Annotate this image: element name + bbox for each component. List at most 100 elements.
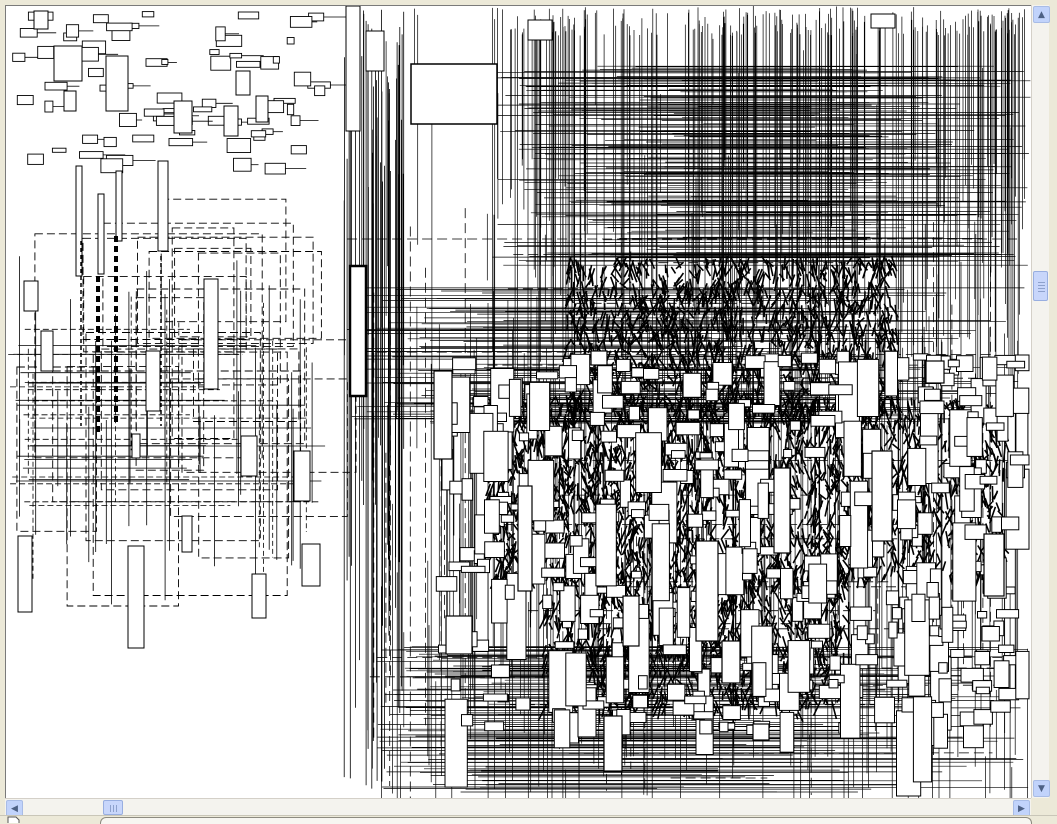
wire	[624, 270, 628, 277]
wire	[693, 294, 701, 302]
wire	[816, 470, 817, 476]
wire	[696, 486, 698, 496]
wire	[852, 568, 853, 581]
wire	[847, 289, 848, 302]
block	[202, 99, 216, 107]
block	[290, 17, 312, 28]
wire	[784, 257, 785, 271]
wire	[644, 578, 645, 590]
wire	[890, 338, 891, 350]
block	[132, 434, 140, 458]
block	[256, 96, 268, 122]
block	[17, 96, 33, 105]
block	[291, 146, 306, 154]
wire	[565, 479, 566, 490]
block	[252, 574, 266, 618]
wire	[943, 561, 946, 571]
wire	[780, 395, 781, 407]
block	[528, 20, 552, 40]
wire	[793, 259, 794, 276]
block	[294, 451, 310, 501]
wire	[890, 315, 892, 324]
block	[158, 161, 168, 251]
wire	[819, 399, 820, 410]
wire	[699, 487, 700, 502]
block	[234, 158, 252, 171]
wire	[996, 503, 999, 512]
block	[142, 12, 154, 17]
wire	[804, 414, 805, 429]
wire	[868, 282, 869, 298]
wire	[787, 335, 788, 341]
wire	[615, 295, 619, 308]
wire	[652, 353, 653, 370]
wire	[650, 259, 655, 269]
block	[120, 113, 137, 126]
wire	[895, 305, 897, 322]
wire	[830, 439, 831, 454]
dashed-boundary	[172, 228, 234, 439]
wire	[884, 562, 891, 580]
wire	[899, 424, 900, 430]
block	[174, 101, 192, 133]
block	[162, 60, 168, 65]
wire	[811, 464, 814, 473]
wire	[858, 346, 859, 361]
wire	[815, 340, 816, 347]
block	[350, 266, 366, 396]
wire	[945, 493, 948, 510]
block	[98, 194, 104, 274]
wire	[568, 482, 569, 493]
wire	[813, 287, 814, 304]
block	[210, 50, 219, 55]
block	[871, 14, 895, 28]
wire	[900, 415, 901, 423]
block	[182, 516, 192, 552]
wire	[816, 461, 821, 474]
wire	[723, 401, 724, 409]
wire	[884, 397, 885, 413]
wire	[956, 477, 957, 494]
dashed-boundary	[17, 367, 97, 531]
wire	[891, 400, 892, 416]
block	[144, 109, 164, 116]
wire	[868, 262, 872, 268]
wire	[609, 328, 610, 342]
block	[52, 148, 66, 152]
block	[294, 72, 310, 86]
block	[34, 11, 48, 29]
wire	[622, 332, 623, 349]
wire	[919, 426, 920, 434]
wire	[770, 456, 771, 464]
wire	[775, 454, 776, 464]
wire	[567, 315, 568, 324]
block	[204, 279, 218, 389]
block	[38, 46, 54, 58]
block	[104, 137, 116, 146]
block	[107, 23, 133, 31]
block	[45, 82, 67, 90]
block	[265, 163, 285, 174]
block	[24, 281, 38, 311]
wire	[628, 452, 630, 464]
wire	[681, 492, 682, 505]
wire	[810, 293, 811, 310]
wire	[570, 496, 572, 507]
block	[224, 106, 238, 136]
schematic-canvas[interactable]	[5, 5, 1031, 799]
dashed-boundary	[67, 367, 178, 606]
wire	[590, 528, 591, 544]
wire	[659, 384, 660, 400]
wire	[708, 522, 709, 535]
wire	[800, 367, 801, 377]
wire	[830, 464, 831, 477]
wire	[676, 341, 682, 357]
wire	[785, 439, 786, 449]
block	[64, 91, 76, 111]
block	[45, 101, 53, 112]
block	[237, 61, 261, 67]
wire	[519, 417, 520, 425]
block	[194, 107, 212, 112]
wire	[617, 556, 618, 567]
